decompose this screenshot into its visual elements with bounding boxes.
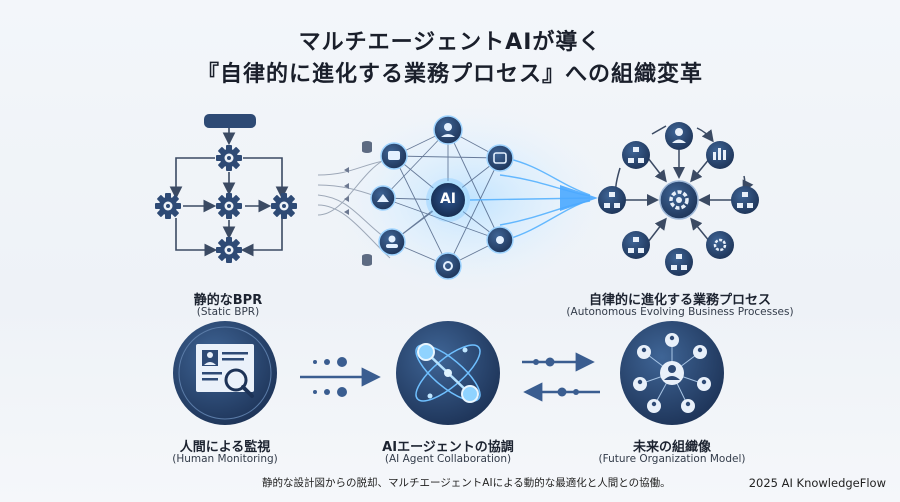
static-bpr-flowchart — [155, 114, 297, 263]
future-organization-sub: (Future Organization Model) — [598, 453, 746, 465]
database-icon — [362, 254, 372, 266]
agent-node — [370, 185, 396, 211]
database-icon — [362, 141, 372, 153]
gear-icon — [216, 145, 242, 171]
static-bpr-label: 静的なBPR — [193, 293, 263, 308]
future-organization-label: 未来の組織像 — [632, 440, 711, 455]
process-hub-gear — [659, 180, 699, 220]
future-organization-emblem — [620, 321, 724, 425]
ai-core-label: AI — [439, 191, 457, 207]
gear-icon — [216, 237, 242, 263]
evolving-process-sub: (Autonomous Evolving Business Processes) — [566, 306, 794, 318]
process-node-user — [665, 122, 693, 150]
human-monitoring-emblem — [173, 321, 277, 425]
agent-network — [317, 100, 620, 300]
flow-start-terminal — [204, 114, 256, 128]
process-node-chart — [706, 141, 734, 169]
title-line-2: 『自律的に進化する業務プロセス』への組織変革 — [196, 62, 703, 87]
human-monitoring-label: 人間による監視 — [179, 440, 271, 455]
agent-node — [486, 144, 514, 172]
agent-collaboration-emblem — [396, 321, 500, 425]
brand-credit: 2025 AI KnowledgeFlow — [748, 476, 886, 490]
process-node-flow — [731, 186, 759, 214]
evolving-process-network — [598, 122, 759, 276]
bidirectional-arrows-icon — [522, 352, 600, 402]
magnifier-icon — [224, 368, 254, 398]
process-node-flow — [622, 231, 650, 259]
agent-collaboration-label: AIエージェントの協調 — [382, 440, 514, 455]
ai-core-node — [426, 178, 470, 222]
gear-icon — [271, 193, 297, 219]
gear-icon — [216, 193, 242, 219]
process-node-gear — [706, 231, 734, 259]
gear-icon — [155, 193, 181, 219]
agent-node — [380, 142, 408, 170]
process-node-flow — [665, 248, 693, 276]
evolving-process-label: 自律的に進化する業務プロセス — [588, 293, 771, 308]
process-node-flow — [622, 141, 650, 169]
footer-caption: 静的な設計図からの脱却、マルチエージェントAIによる動的な最適化と人間との協働。 — [262, 477, 671, 489]
arrow-right-icon — [560, 185, 598, 211]
agent-node — [433, 115, 463, 145]
agent-node — [434, 252, 462, 280]
agent-node — [378, 228, 406, 256]
human-monitoring-sub: (Human Monitoring) — [172, 453, 278, 465]
arrow-right-icon — [300, 357, 381, 397]
static-bpr-sub: (Static BPR) — [196, 306, 260, 318]
agent-collaboration-sub: (AI Agent Collaboration) — [384, 453, 512, 465]
title-line-1: マルチエージェントAIが導く — [298, 30, 602, 55]
process-node-flow — [598, 186, 626, 214]
agent-node — [486, 226, 514, 254]
